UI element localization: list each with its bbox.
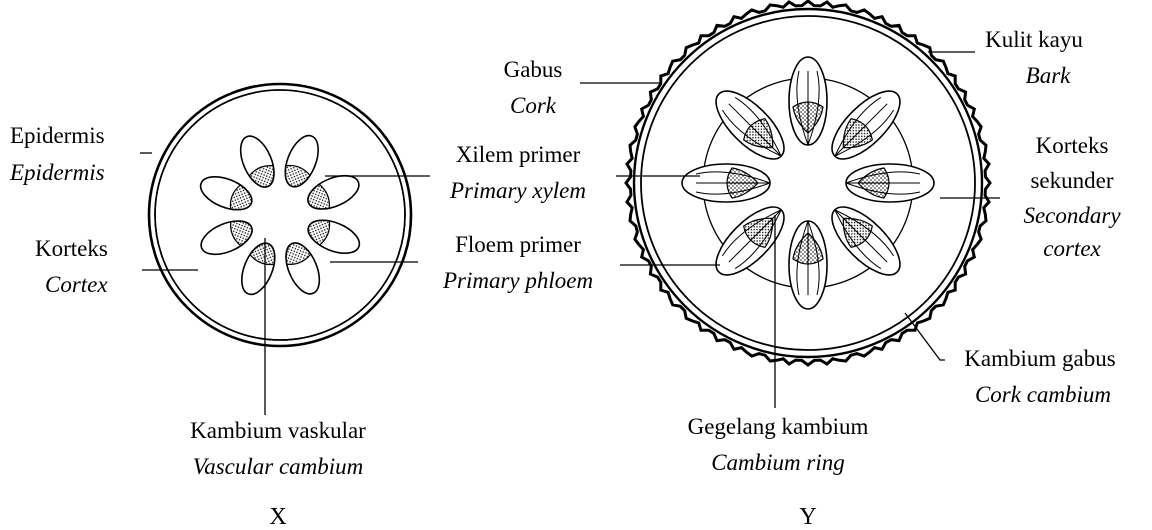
x-epidermis-inner-line	[154, 89, 406, 341]
y-primary-xylem	[842, 217, 874, 249]
label-secondary-cortex-2: sekunder	[1030, 168, 1113, 193]
y-vascular-bundle	[845, 163, 935, 203]
y-primary-xylem	[742, 117, 774, 149]
x-vascular-bundles	[199, 134, 361, 296]
x-primary-xylem	[307, 219, 331, 246]
y-vascular-bundle	[788, 56, 828, 146]
labels: Epidermis Epidermis Korteks Cortex Kambi…	[9, 27, 1121, 530]
y-primary-xylem	[792, 101, 824, 134]
label-secondary-cortex-en-2: cortex	[1043, 236, 1101, 261]
x-primary-xylem	[248, 164, 275, 188]
label-cork: Gabus	[504, 57, 563, 82]
label-cambium-ring-en: Cambium ring	[711, 450, 845, 475]
y-vascular-bundle	[715, 206, 785, 276]
y-primary-xylem	[857, 167, 890, 199]
x-epidermis-outer-line	[147, 82, 413, 348]
y-cork-cambium-ring	[640, 15, 976, 351]
panel-label-x: X	[269, 504, 286, 530]
x-primary-xylem	[307, 183, 331, 210]
x-vascular-bundle	[199, 176, 253, 211]
label-epidermis-en: Epidermis	[9, 160, 105, 185]
diagram-x-young-stem	[147, 82, 413, 348]
y-vascular-bundle	[681, 163, 771, 203]
label-cortex: Korteks	[35, 236, 108, 261]
x-vascular-bundle	[307, 219, 361, 254]
label-secondary-cortex-en-1: Secondary	[1023, 203, 1121, 228]
label-bark: Kulit kayu	[985, 27, 1083, 52]
y-vascular-bundle	[715, 90, 785, 160]
y-bark-outline	[624, 0, 992, 367]
x-vascular-bundle	[284, 134, 319, 188]
label-epidermis: Epidermis	[10, 123, 105, 148]
label-cork-cambium-en: Cork cambium	[975, 382, 1111, 407]
x-primary-xylem	[229, 184, 253, 211]
y-primary-xylem	[842, 117, 874, 149]
y-cork-ring	[632, 7, 984, 359]
x-vascular-bundle	[285, 242, 321, 295]
x-cortex-area	[154, 89, 406, 341]
x-primary-xylem	[285, 242, 312, 266]
panel-label-y: Y	[799, 504, 816, 530]
x-primary-xylem	[249, 242, 276, 266]
x-primary-xylem	[284, 164, 311, 188]
label-cambium-ring: Gegelang kambium	[688, 414, 869, 439]
label-cortex-en: Cortex	[45, 272, 108, 297]
x-primary-xylem	[229, 220, 253, 247]
label-cork-cambium: Kambium gabus	[964, 346, 1115, 371]
label-primary-phloem: Floem primer	[455, 232, 581, 257]
label-primary-phloem-en: Primary phloem	[442, 268, 593, 293]
y-vascular-bundle	[831, 206, 901, 276]
leader-cork-cambium	[904, 312, 945, 361]
label-vascular-cambium: Kambium vaskular	[190, 418, 366, 443]
y-primary-xylem	[742, 217, 774, 249]
y-primary-xylem	[726, 167, 759, 199]
y-vascular-bundles	[681, 56, 935, 310]
x-vascular-bundle	[307, 174, 360, 210]
label-secondary-cortex-1: Korteks	[1036, 133, 1109, 158]
y-primary-xylem	[792, 232, 824, 265]
diagram-y-older-stem	[624, 0, 992, 367]
label-primary-xylem: Xilem primer	[456, 142, 581, 167]
x-vascular-bundle	[241, 242, 276, 296]
label-primary-xylem-en: Primary xylem	[449, 178, 586, 203]
y-vascular-bundle	[788, 220, 828, 310]
y-vascular-bundle	[831, 90, 901, 160]
leader-lines	[140, 51, 1000, 415]
label-vascular-cambium-en: Vascular cambium	[193, 454, 364, 479]
label-cork-en: Cork	[510, 93, 557, 118]
label-bark-en: Bark	[1026, 63, 1072, 88]
x-vascular-bundle	[200, 220, 253, 256]
x-vascular-bundle	[239, 135, 275, 188]
